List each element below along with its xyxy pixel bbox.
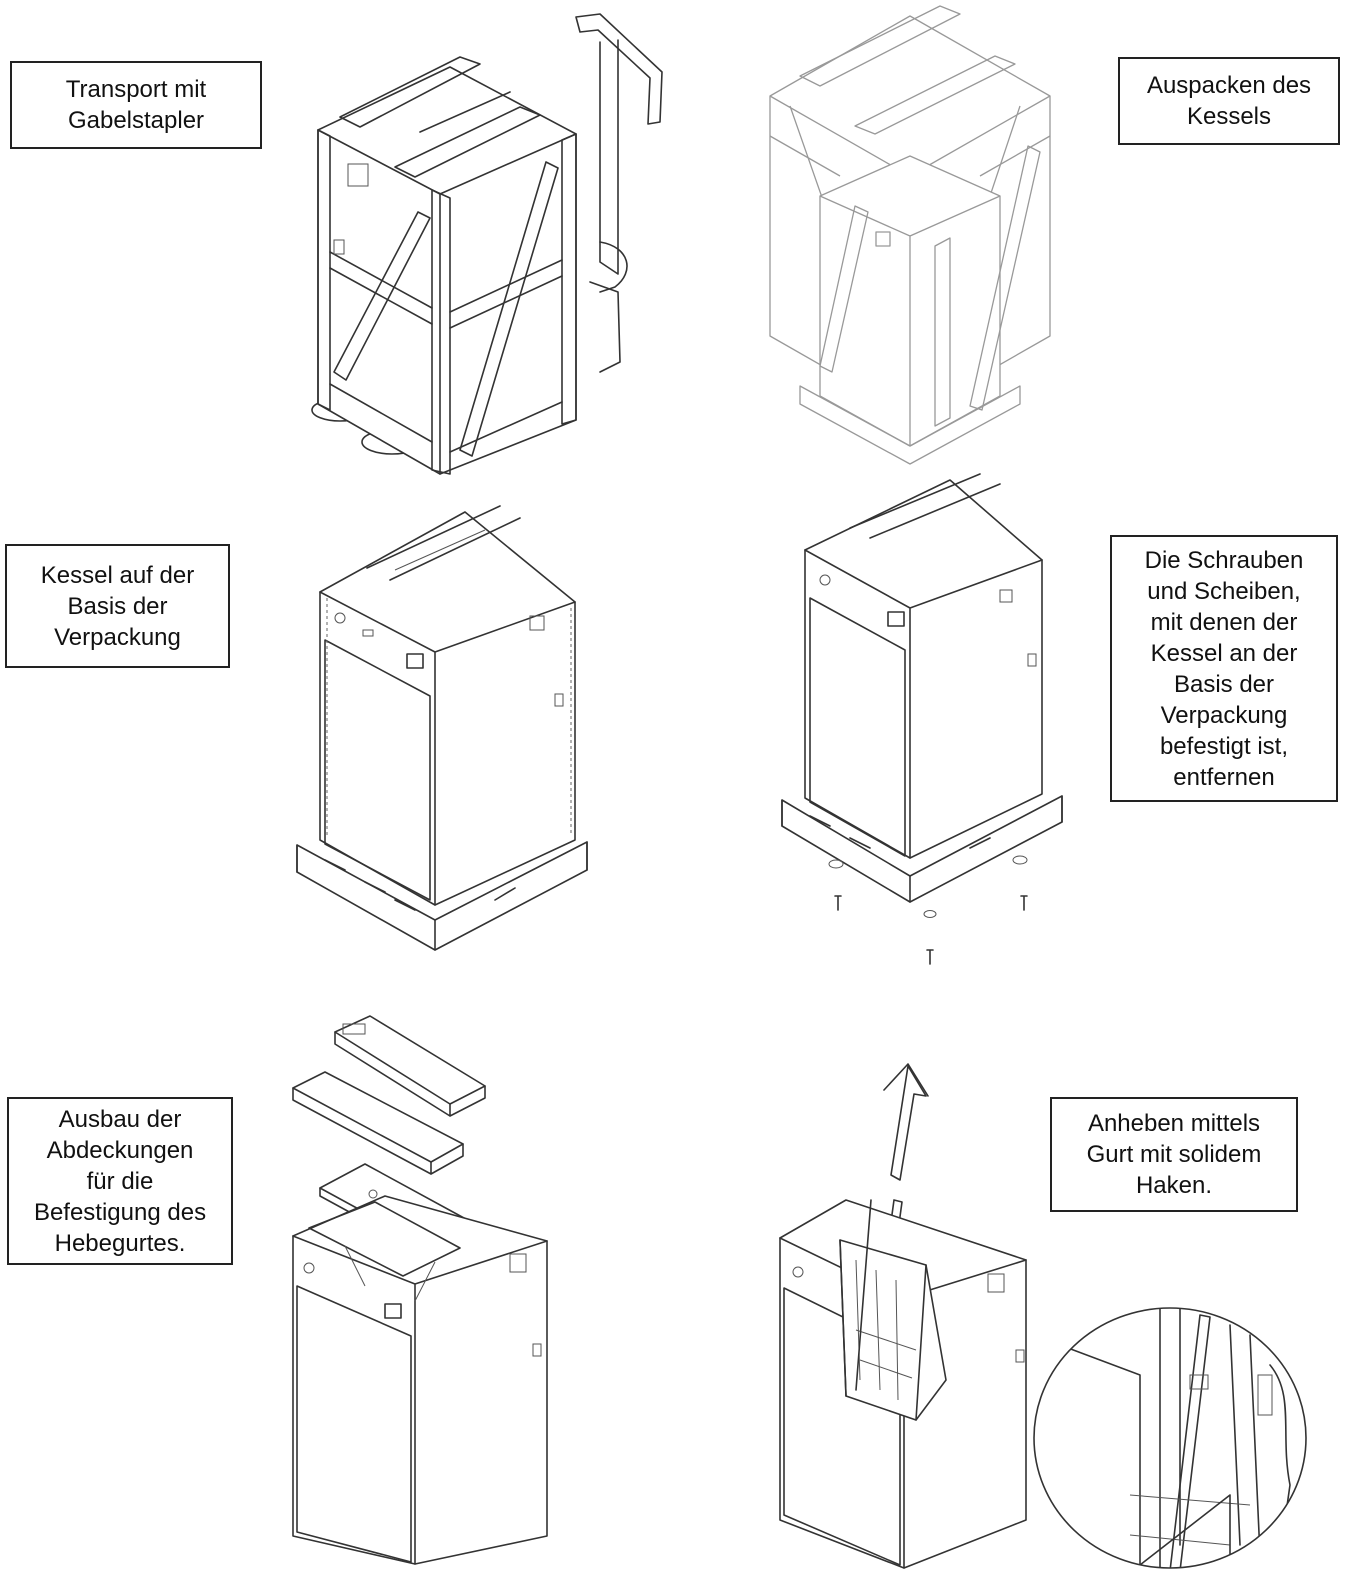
remove-screws-illustration	[780, 478, 1070, 970]
lifting-strap-illustration	[776, 1060, 1036, 1570]
boiler-unpacking-illustration	[760, 6, 1060, 476]
boiler-on-pallet-illustration	[295, 510, 595, 958]
step-label-remove-covers: Ausbau der Abdeckungen für die Befestigu…	[7, 1097, 233, 1265]
step-label-transport: Transport mit Gabelstapler	[10, 61, 262, 149]
step-label-on-base: Kessel auf der Basis der Verpackung	[5, 544, 230, 668]
lifting-detail-magnifier	[1030, 1305, 1310, 1571]
boiler-crate-pallet-jack-illustration	[300, 12, 680, 472]
step-label-remove-screws: Die Schrauben und Scheiben, mit denen de…	[1110, 535, 1338, 802]
remove-covers-illustration	[285, 1016, 560, 1566]
step-label-unpack: Auspacken des Kessels	[1118, 57, 1340, 145]
step-label-lift: Anheben mittels Gurt mit solidem Haken.	[1050, 1097, 1298, 1212]
